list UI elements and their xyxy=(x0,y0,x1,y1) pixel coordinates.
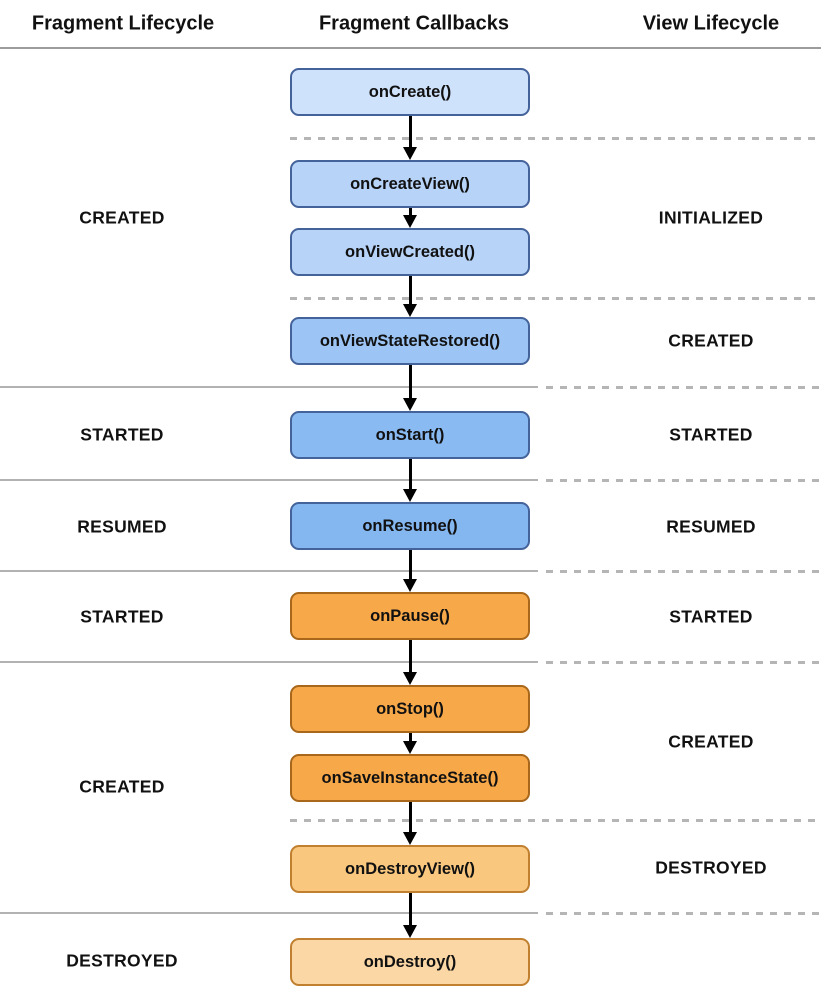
view-state-initialized: INITIALIZED xyxy=(658,207,764,228)
view-state-divider-dashed xyxy=(546,661,821,664)
arrow-down-icon xyxy=(403,489,417,502)
header-view-lifecycle: View Lifecycle xyxy=(642,12,780,35)
arrow-down-icon xyxy=(403,579,417,592)
arrow-down-icon xyxy=(403,215,417,228)
fragment-state-divider-solid xyxy=(0,479,538,481)
view-state-divider-dashed xyxy=(290,137,821,140)
callback-box-onresume: onResume() xyxy=(290,502,530,550)
arrow-line xyxy=(409,733,412,742)
view-state-created: CREATED xyxy=(668,330,754,351)
arrow-down-icon xyxy=(403,147,417,160)
fragment-state-divider-solid xyxy=(0,661,538,663)
view-state-started: STARTED xyxy=(669,424,753,445)
callback-box-oncreate: onCreate() xyxy=(290,68,530,116)
arrow-down-icon xyxy=(403,741,417,754)
callback-box-onviewstaterestored: onViewStateRestored() xyxy=(290,317,530,365)
view-state-divider-dashed xyxy=(546,479,821,482)
header-fragment-lifecycle: Fragment Lifecycle xyxy=(31,12,215,35)
fragment-state-started: STARTED xyxy=(80,424,164,445)
view-state-divider-dashed xyxy=(546,570,821,573)
arrow-line xyxy=(409,893,412,926)
callback-box-onstop: onStop() xyxy=(290,685,530,733)
fragment-state-destroyed: DESTROYED xyxy=(66,950,178,971)
callback-box-ondestroyview: onDestroyView() xyxy=(290,845,530,893)
view-state-divider-dashed xyxy=(546,912,821,915)
view-state-divider-dashed xyxy=(290,297,821,300)
callback-box-onviewcreated: onViewCreated() xyxy=(290,228,530,276)
arrow-line xyxy=(409,640,412,673)
arrow-line xyxy=(409,459,412,490)
arrow-line xyxy=(409,550,412,580)
arrow-line xyxy=(409,208,412,216)
view-state-created-2: CREATED xyxy=(668,731,754,752)
callback-box-oncreateview: onCreateView() xyxy=(290,160,530,208)
header-divider xyxy=(0,47,821,49)
arrow-line xyxy=(409,116,412,148)
fragment-state-created-2: CREATED xyxy=(79,776,165,797)
arrow-down-icon xyxy=(403,304,417,317)
arrow-line xyxy=(409,276,412,305)
header-fragment-callbacks: Fragment Callbacks xyxy=(318,12,510,35)
callback-box-onstart: onStart() xyxy=(290,411,530,459)
arrow-line xyxy=(409,365,412,399)
callback-box-ondestroy: onDestroy() xyxy=(290,938,530,986)
view-state-divider-dashed xyxy=(546,386,821,389)
view-state-destroyed: DESTROYED xyxy=(655,857,767,878)
view-state-started-2: STARTED xyxy=(669,606,753,627)
fragment-state-divider-solid xyxy=(0,912,538,914)
fragment-state-started-2: STARTED xyxy=(80,606,164,627)
arrow-down-icon xyxy=(403,398,417,411)
fragment-state-resumed: RESUMED xyxy=(77,516,167,537)
callback-box-onsaveinstancestate: onSaveInstanceState() xyxy=(290,754,530,802)
fragment-state-divider-solid xyxy=(0,386,538,388)
arrow-down-icon xyxy=(403,832,417,845)
arrow-down-icon xyxy=(403,672,417,685)
arrow-line xyxy=(409,802,412,833)
view-state-resumed: RESUMED xyxy=(666,516,756,537)
fragment-state-created: CREATED xyxy=(79,207,165,228)
callback-box-onpause: onPause() xyxy=(290,592,530,640)
arrow-down-icon xyxy=(403,925,417,938)
fragment-state-divider-solid xyxy=(0,570,538,572)
view-state-divider-dashed xyxy=(290,819,821,822)
